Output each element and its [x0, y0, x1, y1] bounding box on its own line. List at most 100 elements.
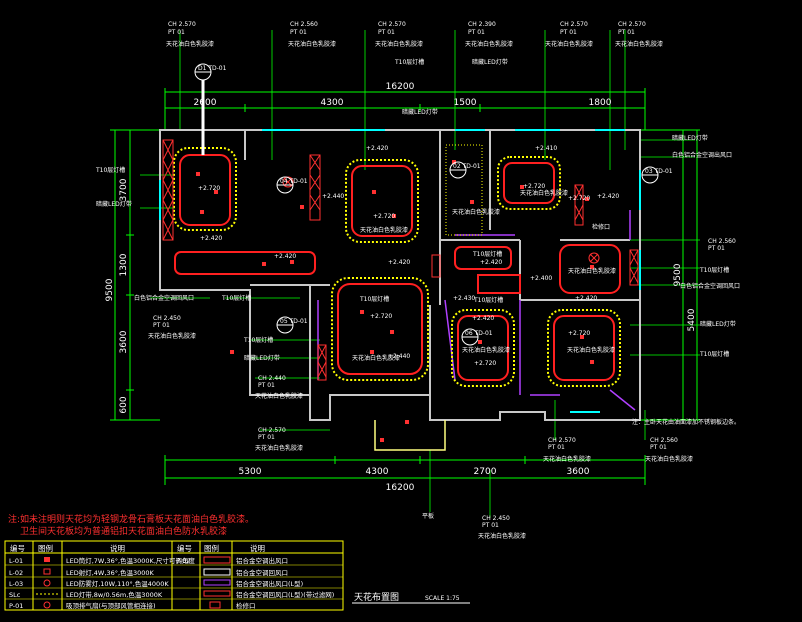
svg-text:5400: 5400 — [687, 308, 697, 331]
svg-text:2600: 2600 — [194, 98, 217, 108]
svg-text:T10层灯槽: T10层灯槽 — [359, 295, 389, 303]
svg-text:PT 01: PT 01 — [650, 444, 667, 451]
svg-text:+2.720: +2.720 — [523, 183, 545, 190]
legend-row: L-01 LED筒灯,7W,36°,色温3000K,尺寸可调角度 P-02 铝合… — [9, 556, 288, 565]
svg-text:5300: 5300 — [239, 467, 262, 477]
svg-text:16200: 16200 — [386, 483, 415, 493]
svg-text:PT 01: PT 01 — [153, 322, 170, 329]
svg-text:05 TD-01: 05 TD-01 — [280, 318, 308, 325]
svg-text:天花油白色乳胶漆: 天花油白色乳胶漆 — [545, 40, 593, 48]
svg-text:天花油白色乳胶漆: 天花油白色乳胶漆 — [462, 346, 510, 354]
svg-text:L-02: L-02 — [9, 569, 23, 577]
light-fixtures — [196, 160, 594, 442]
svg-text:1300: 1300 — [119, 253, 129, 276]
svg-text:CH 2.570: CH 2.570 — [548, 437, 576, 444]
legend-row: L-03 LED防雾灯,10W,110°,色温4000K 铝合金空调出风口(L型… — [9, 579, 303, 588]
svg-text:天花油白色乳胶漆: 天花油白色乳胶漆 — [520, 189, 568, 197]
svg-text:T10层灯槽: T10层灯槽 — [699, 266, 729, 274]
svg-text:PT 01: PT 01 — [290, 29, 307, 36]
svg-text:天花油白色乳胶漆: 天花油白色乳胶漆 — [465, 40, 513, 48]
section-mark-labels: D1 TD-01 04 TD-01 02 TD-01 03 TD-01 05 T… — [198, 65, 673, 337]
svg-text:2700: 2700 — [474, 467, 497, 477]
svg-text:P-02: P-02 — [176, 557, 190, 565]
svg-text:+2.440: +2.440 — [322, 193, 344, 200]
svg-text:铝合金空调回风口: 铝合金空调回风口 — [236, 568, 288, 577]
svg-text:T10层灯槽: T10层灯槽 — [95, 166, 125, 174]
svg-text:图例: 图例 — [38, 543, 53, 553]
general-notes: 注:如未注明则天花均为轻钢龙骨石膏板天花面油白色乳胶漆。 卫生间天花板均为普通铝… — [8, 513, 254, 537]
svg-text:天花油白色乳胶漆: 天花油白色乳胶漆 — [543, 455, 591, 463]
svg-text:CH 2.560: CH 2.560 — [290, 21, 318, 28]
svg-text:天花油白色乳胶漆: 天花油白色乳胶漆 — [452, 208, 500, 216]
svg-text:T10层灯槽: T10层灯槽 — [243, 336, 273, 344]
svg-text:PT 01: PT 01 — [258, 434, 275, 441]
svg-text:检修口: 检修口 — [592, 223, 610, 231]
ch-tag: CH 2.560 PT 01 天花油白色乳胶漆 — [288, 21, 336, 48]
svg-text:暗藏LED灯带: 暗藏LED灯带 — [472, 58, 508, 66]
svg-text:LED射灯,4W,36°,色温3000K: LED射灯,4W,36°,色温3000K — [66, 568, 155, 577]
svg-text:暗藏LED灯带: 暗藏LED灯带 — [672, 134, 708, 142]
svg-text:白色铝合金空调出风口: 白色铝合金空调出风口 — [672, 151, 732, 159]
svg-text:LED筒灯,7W,36°,色温3000K,尺寸可调角度: LED筒灯,7W,36°,色温3000K,尺寸可调角度 — [66, 556, 195, 565]
ceiling-zones — [173, 144, 621, 387]
svg-text:PT 01: PT 01 — [618, 29, 635, 36]
svg-text:D1 TD-01: D1 TD-01 — [198, 65, 227, 72]
svg-text:3700: 3700 — [119, 178, 129, 201]
svg-text:PT 01: PT 01 — [708, 245, 725, 252]
svg-text:CH 2.450: CH 2.450 — [482, 515, 510, 522]
svg-text:PT 01: PT 01 — [560, 29, 577, 36]
svg-text:CH 2.560: CH 2.560 — [708, 238, 736, 245]
svg-text:P-01: P-01 — [9, 602, 23, 610]
svg-text:+2.720: +2.720 — [373, 213, 395, 220]
svg-text:4300: 4300 — [366, 467, 389, 477]
svg-text:+2.720: +2.720 — [568, 330, 590, 337]
svg-text:9500: 9500 — [105, 278, 115, 301]
ch-tag: CH 2.570 PT 01 天花油白色乳胶漆 — [166, 21, 214, 48]
svg-text:天花油白色乳胶漆: 天花油白色乳胶漆 — [478, 532, 526, 540]
svg-text:天花油白色乳胶漆: 天花油白色乳胶漆 — [375, 40, 423, 48]
svg-text:T10层灯槽: T10层灯槽 — [473, 296, 503, 304]
svg-text:CH 2.440: CH 2.440 — [258, 375, 286, 382]
svg-text:说明: 说明 — [110, 543, 125, 553]
svg-text:SLc: SLc — [9, 591, 21, 599]
svg-text:CH 2.570: CH 2.570 — [618, 21, 646, 28]
svg-text:铝合金空调出风口: 铝合金空调出风口 — [236, 556, 288, 565]
svg-text:CH 2.570: CH 2.570 — [168, 21, 196, 28]
svg-text:天花油白色乳胶漆: 天花油白色乳胶漆 — [288, 40, 336, 48]
svg-text:3600: 3600 — [567, 467, 590, 477]
svg-text:3600: 3600 — [119, 330, 129, 353]
ch-tag: CH 2.450 PT 01 天花油白色乳胶漆 — [478, 515, 526, 540]
svg-text:L-03: L-03 — [9, 580, 23, 588]
ac-vents — [162, 139, 639, 381]
svg-text:+2.420: +2.420 — [388, 259, 410, 266]
svg-text:+2.440: +2.440 — [388, 353, 410, 360]
drawing-title: 天花布置图 — [354, 591, 399, 603]
ch-tag: CH 2.570 PT 01 天花油白色乳胶漆 — [255, 427, 303, 452]
svg-text:+2.410: +2.410 — [535, 145, 557, 152]
svg-text:+2.720: +2.720 — [568, 195, 590, 202]
svg-text:+2.720: +2.720 — [198, 185, 220, 192]
svg-text:平板: 平板 — [422, 512, 434, 520]
svg-text:PT 01: PT 01 — [258, 382, 275, 389]
svg-text:天花油白色乳胶漆: 天花油白色乳胶漆 — [568, 267, 616, 275]
ch-tag: CH 2.570 PT 01 天花油白色乳胶漆 — [545, 21, 593, 48]
svg-text:图例: 图例 — [204, 543, 219, 553]
svg-text:天花油白色乳胶漆: 天花油白色乳胶漆 — [352, 354, 400, 362]
svg-text:注:如未注明则天花均为轻钢龙骨石膏板天花面油白色乳胶漆。: 注:如未注明则天花均为轻钢龙骨石膏板天花面油白色乳胶漆。 — [8, 513, 254, 525]
ceiling-height-tags: CH 2.570 PT 01 天花油白色乳胶漆 CH 2.560 PT 01 天… — [148, 21, 736, 540]
svg-text:说明: 说明 — [250, 543, 265, 553]
level-markers: +2.720 +2.420 +2.440 +2.420 +2.720 +2.41… — [198, 145, 619, 367]
svg-text:编号: 编号 — [10, 543, 25, 553]
legend-table: 编号 图例 说明 编号 图例 说明 L-01 LED筒灯,7W,36°,色温30… — [4, 540, 344, 611]
svg-text:暗藏LED灯带: 暗藏LED灯带 — [244, 354, 280, 362]
svg-text:CH 2.560: CH 2.560 — [650, 437, 678, 444]
svg-text:PT 01: PT 01 — [548, 444, 565, 451]
svg-text:注：主卧天花由油面漆加不锈钢板边条。: 注：主卧天花由油面漆加不锈钢板边条。 — [632, 418, 740, 426]
svg-text:T10层灯槽: T10层灯槽 — [221, 294, 251, 302]
svg-text:1800: 1800 — [589, 98, 612, 108]
svg-text:编号: 编号 — [177, 543, 192, 553]
legend-row: P-01 吸顶排气扇(与顶部风管相连接) 检修口 — [9, 601, 256, 610]
ch-tag: CH 2.570 PT 01 天花油白色乳胶漆 — [543, 437, 591, 463]
ch-tag: CH 2.450 PT 01 天花油白色乳胶漆 — [148, 315, 196, 340]
